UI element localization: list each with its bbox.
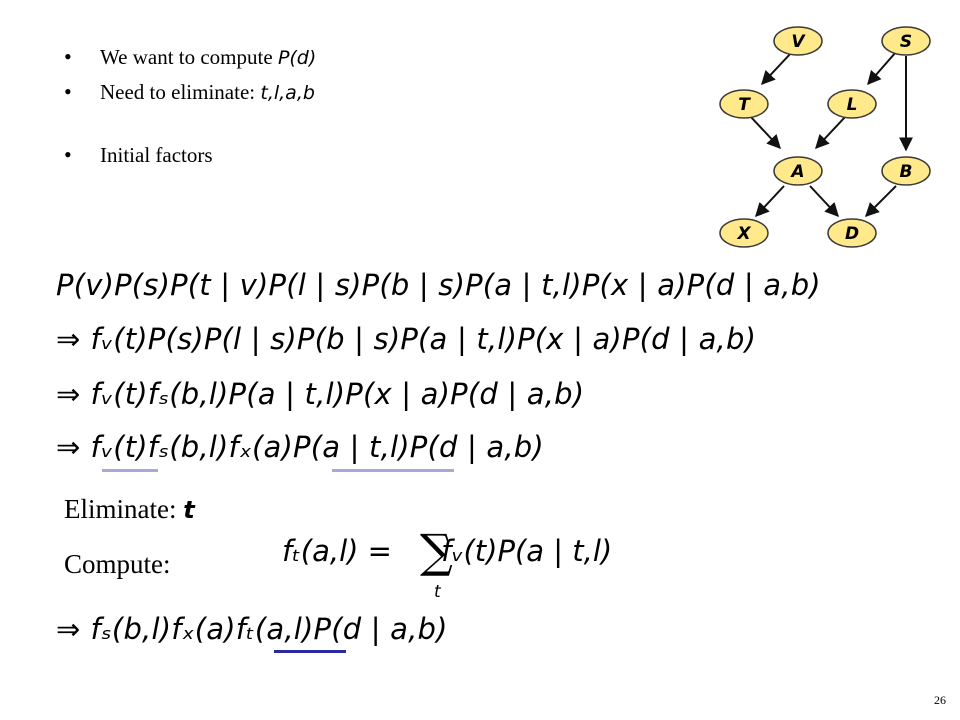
- node-a-label: A: [789, 162, 804, 182]
- bullet-list: We want to compute P(d) Need to eliminat…: [62, 40, 316, 172]
- equation-step-1: ⇒fᵥ(t)P(s)P(l | s)P(b | s)P(a | t,l)P(x …: [56, 322, 757, 356]
- edge-l-a: [815, 115, 847, 150]
- edge-v-t: [761, 51, 793, 86]
- eliminate-var: t: [183, 496, 195, 524]
- node-a: A: [773, 156, 823, 186]
- node-b-label: B: [900, 162, 913, 182]
- underline-ft: [274, 650, 346, 653]
- bullet-compute: We want to compute P(d): [62, 40, 316, 75]
- equation-initial: P(v)P(s)P(t | v)P(l | s)P(b | s)P(a | t,…: [56, 268, 821, 302]
- node-b: B: [881, 156, 931, 186]
- node-t: T: [719, 89, 769, 119]
- edge-t-a: [749, 115, 781, 150]
- edge-a-x: [755, 185, 785, 218]
- equation-result: ⇒fₛ(b,l)fₓ(a)fₜ(a,l)P(d | a,b): [56, 612, 448, 646]
- edge-a-d: [809, 185, 839, 218]
- bullet-initial-factors: Initial factors: [62, 138, 316, 172]
- edges: [749, 51, 913, 218]
- compute-equation: fₜ(a,l) = fᵥ(t)P(a | t,l) ∑ t: [282, 524, 613, 602]
- nodes: V S T L A B X D: [719, 26, 931, 248]
- underline-fv: [102, 469, 158, 472]
- sum-index: t: [434, 582, 441, 602]
- implies-icon: ⇒: [56, 612, 81, 646]
- node-x-label: X: [736, 224, 751, 244]
- node-v-label: V: [791, 32, 806, 52]
- node-s: S: [881, 26, 931, 56]
- node-x: X: [719, 218, 769, 248]
- page-number: 26: [934, 693, 946, 707]
- node-l-label: L: [847, 95, 858, 115]
- compute-label: Compute:: [64, 549, 171, 579]
- implies-icon: ⇒: [56, 430, 81, 464]
- equation-step-3: ⇒fᵥ(t)fₛ(b,l)fₓ(a)P(a | t,l)P(d | a,b): [56, 430, 544, 464]
- node-s-label: S: [900, 32, 912, 52]
- implies-icon: ⇒: [56, 377, 81, 411]
- edge-b-d: [865, 185, 897, 217]
- edge-s-l: [867, 51, 897, 86]
- underline-pa: [332, 469, 454, 472]
- eliminate-label: Eliminate: t: [64, 494, 195, 524]
- implies-icon: ⇒: [56, 322, 81, 356]
- node-d-label: D: [845, 224, 859, 244]
- node-l: L: [827, 89, 877, 119]
- node-d: D: [827, 218, 877, 248]
- sigma-icon: ∑: [420, 524, 453, 578]
- node-v: V: [773, 26, 823, 56]
- node-t-label: T: [738, 95, 751, 115]
- bayes-network: V S T L A B X D: [719, 26, 931, 248]
- bullet-eliminate: Need to eliminate: t,l,a,b: [62, 75, 316, 110]
- equation-step-2: ⇒fᵥ(t)fₛ(b,l)P(a | t,l)P(x | a)P(d | a,b…: [56, 377, 585, 411]
